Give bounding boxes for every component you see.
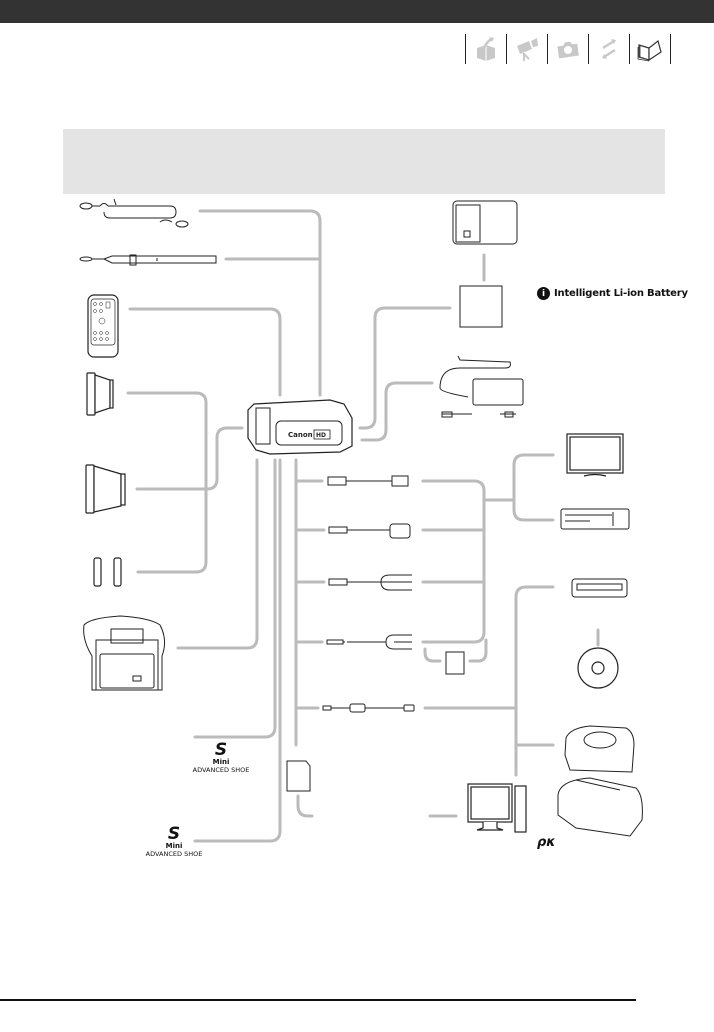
compact-photo-printer-icon	[564, 725, 635, 773]
arrows-icon	[602, 39, 616, 59]
section-nav	[465, 34, 671, 64]
mini-advanced-shoe-label-light: S Mini ADVANCED SHOE	[138, 824, 210, 859]
nav-external-connections[interactable]	[588, 34, 629, 64]
shoe-text: ADVANCED SHOE	[145, 850, 203, 858]
video-camera-icon	[517, 38, 538, 61]
mini-advanced-shoe-icon: S	[167, 824, 181, 844]
vcr-icon	[560, 508, 630, 530]
note-box	[63, 129, 665, 194]
tele-converter-icon	[86, 372, 114, 416]
intelligent-battery-label: i Intelligent Li-ion Battery	[537, 287, 688, 300]
introduction-icon	[477, 37, 495, 61]
intelligent-battery-icon: i	[537, 287, 550, 300]
shoulder-strap-icon	[79, 198, 189, 228]
book-icon	[637, 39, 662, 62]
av-cable-icon	[326, 634, 412, 650]
mini-advanced-shoe-label-mic: S Mini ADVANCED SHOE	[185, 740, 257, 775]
component-cable-icon	[328, 523, 411, 539]
connection-lines	[126, 209, 600, 843]
battery-charger-icon	[452, 200, 518, 245]
wide-converter-icon	[85, 464, 126, 514]
camcorder-brand-text: Canon	[288, 431, 313, 439]
soft-carrying-case-icon	[83, 615, 166, 691]
hdmi-cable-icon	[327, 475, 409, 487]
filter-set-icon	[93, 557, 122, 587]
header-bar	[0, 0, 714, 23]
intelligent-battery-text: Intelligent Li-ion Battery	[554, 288, 688, 299]
footer-rule	[0, 999, 636, 1001]
usb-cable-icon	[322, 703, 415, 713]
camcorder-icon: Canon HD	[247, 399, 353, 455]
shoe-text: ADVANCED SHOE	[192, 766, 250, 774]
tv-icon	[566, 433, 624, 477]
shoe-mini-text: Mini	[165, 842, 183, 850]
wireless-controller-icon	[87, 294, 119, 358]
camera-icon	[557, 41, 579, 59]
pictbridge-icon: ρκ	[537, 835, 556, 850]
nav-introduction[interactable]	[465, 34, 506, 64]
inkjet-printer-icon	[557, 777, 643, 837]
nav-photos[interactable]	[547, 34, 588, 64]
compact-power-adapter-icon	[439, 355, 524, 418]
battery-pack-icon	[459, 285, 503, 328]
memory-card-icon	[286, 760, 311, 792]
stereo-video-cable-icon	[328, 574, 412, 591]
mini-advanced-shoe-icon: S	[214, 740, 228, 760]
wrist-strap-icon	[79, 254, 217, 266]
camcorder-hd-badge: HD	[316, 432, 326, 439]
nav-additional-info[interactable]	[629, 34, 671, 64]
nav-video[interactable]	[506, 34, 547, 64]
computer-icon	[467, 783, 527, 833]
scart-adapter-icon	[445, 651, 465, 675]
shoe-mini-text: Mini	[212, 758, 230, 766]
dvd-disc-icon	[577, 647, 619, 689]
dvd-burner-icon	[571, 578, 628, 598]
